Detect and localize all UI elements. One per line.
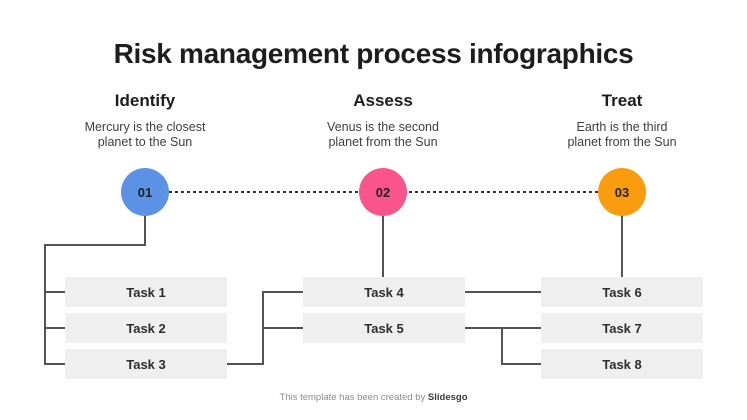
connector-circle3-down <box>621 216 623 277</box>
step-circle-03: 03 <box>598 168 646 216</box>
connector-stub-task8 <box>501 363 541 365</box>
column-identify-header: Identify Mercury is the closest planet t… <box>35 91 255 150</box>
step-heading: Assess <box>353 91 413 110</box>
step-circle-02: 02 <box>359 168 407 216</box>
task-box-6: Task 6 <box>541 277 703 307</box>
footer-credit: This template has been created by Slides… <box>0 392 747 403</box>
task-box-8: Task 8 <box>541 349 703 379</box>
column-assess-header: Assess Venus is the second planet from t… <box>273 91 493 150</box>
connector-stub-task5 <box>262 327 303 329</box>
connector-stub-task2 <box>44 327 65 329</box>
connector-branch-down <box>501 327 503 365</box>
connector-circle1-elbow <box>44 244 146 246</box>
column-treat-header: Treat Earth is the third planet from the… <box>512 91 732 150</box>
task-box-2: Task 2 <box>65 313 227 343</box>
connector-task3-right <box>227 363 264 365</box>
connector-task4-task6 <box>465 291 541 293</box>
step-description: Earth is the third planet from the Sun <box>567 120 677 149</box>
footer-brand: Slidesgo <box>427 392 468 403</box>
connector-circle2-down <box>382 216 384 277</box>
connector-stub-task4 <box>262 291 303 293</box>
connector-bracket1-vertical <box>44 244 46 365</box>
task-box-5: Task 5 <box>303 313 465 343</box>
task-box-1: Task 1 <box>65 277 227 307</box>
connector-stub-task1 <box>44 291 65 293</box>
task-box-3: Task 3 <box>65 349 227 379</box>
footer-credit-text: This template has been created by <box>279 392 428 403</box>
task-box-7: Task 7 <box>541 313 703 343</box>
step-heading: Treat <box>601 91 643 110</box>
step-description: Venus is the second planet from the Sun <box>327 120 439 149</box>
page-title: Risk management process infographics <box>113 38 634 69</box>
step-description: Mercury is the closest planet to the Sun <box>84 120 206 149</box>
step-circle-01: 01 <box>121 168 169 216</box>
task-box-4: Task 4 <box>303 277 465 307</box>
connector-stub-task3 <box>44 363 65 365</box>
connector-circle1-down <box>144 216 146 246</box>
step-heading: Identify <box>114 91 176 110</box>
connector-task5-task7 <box>465 327 541 329</box>
